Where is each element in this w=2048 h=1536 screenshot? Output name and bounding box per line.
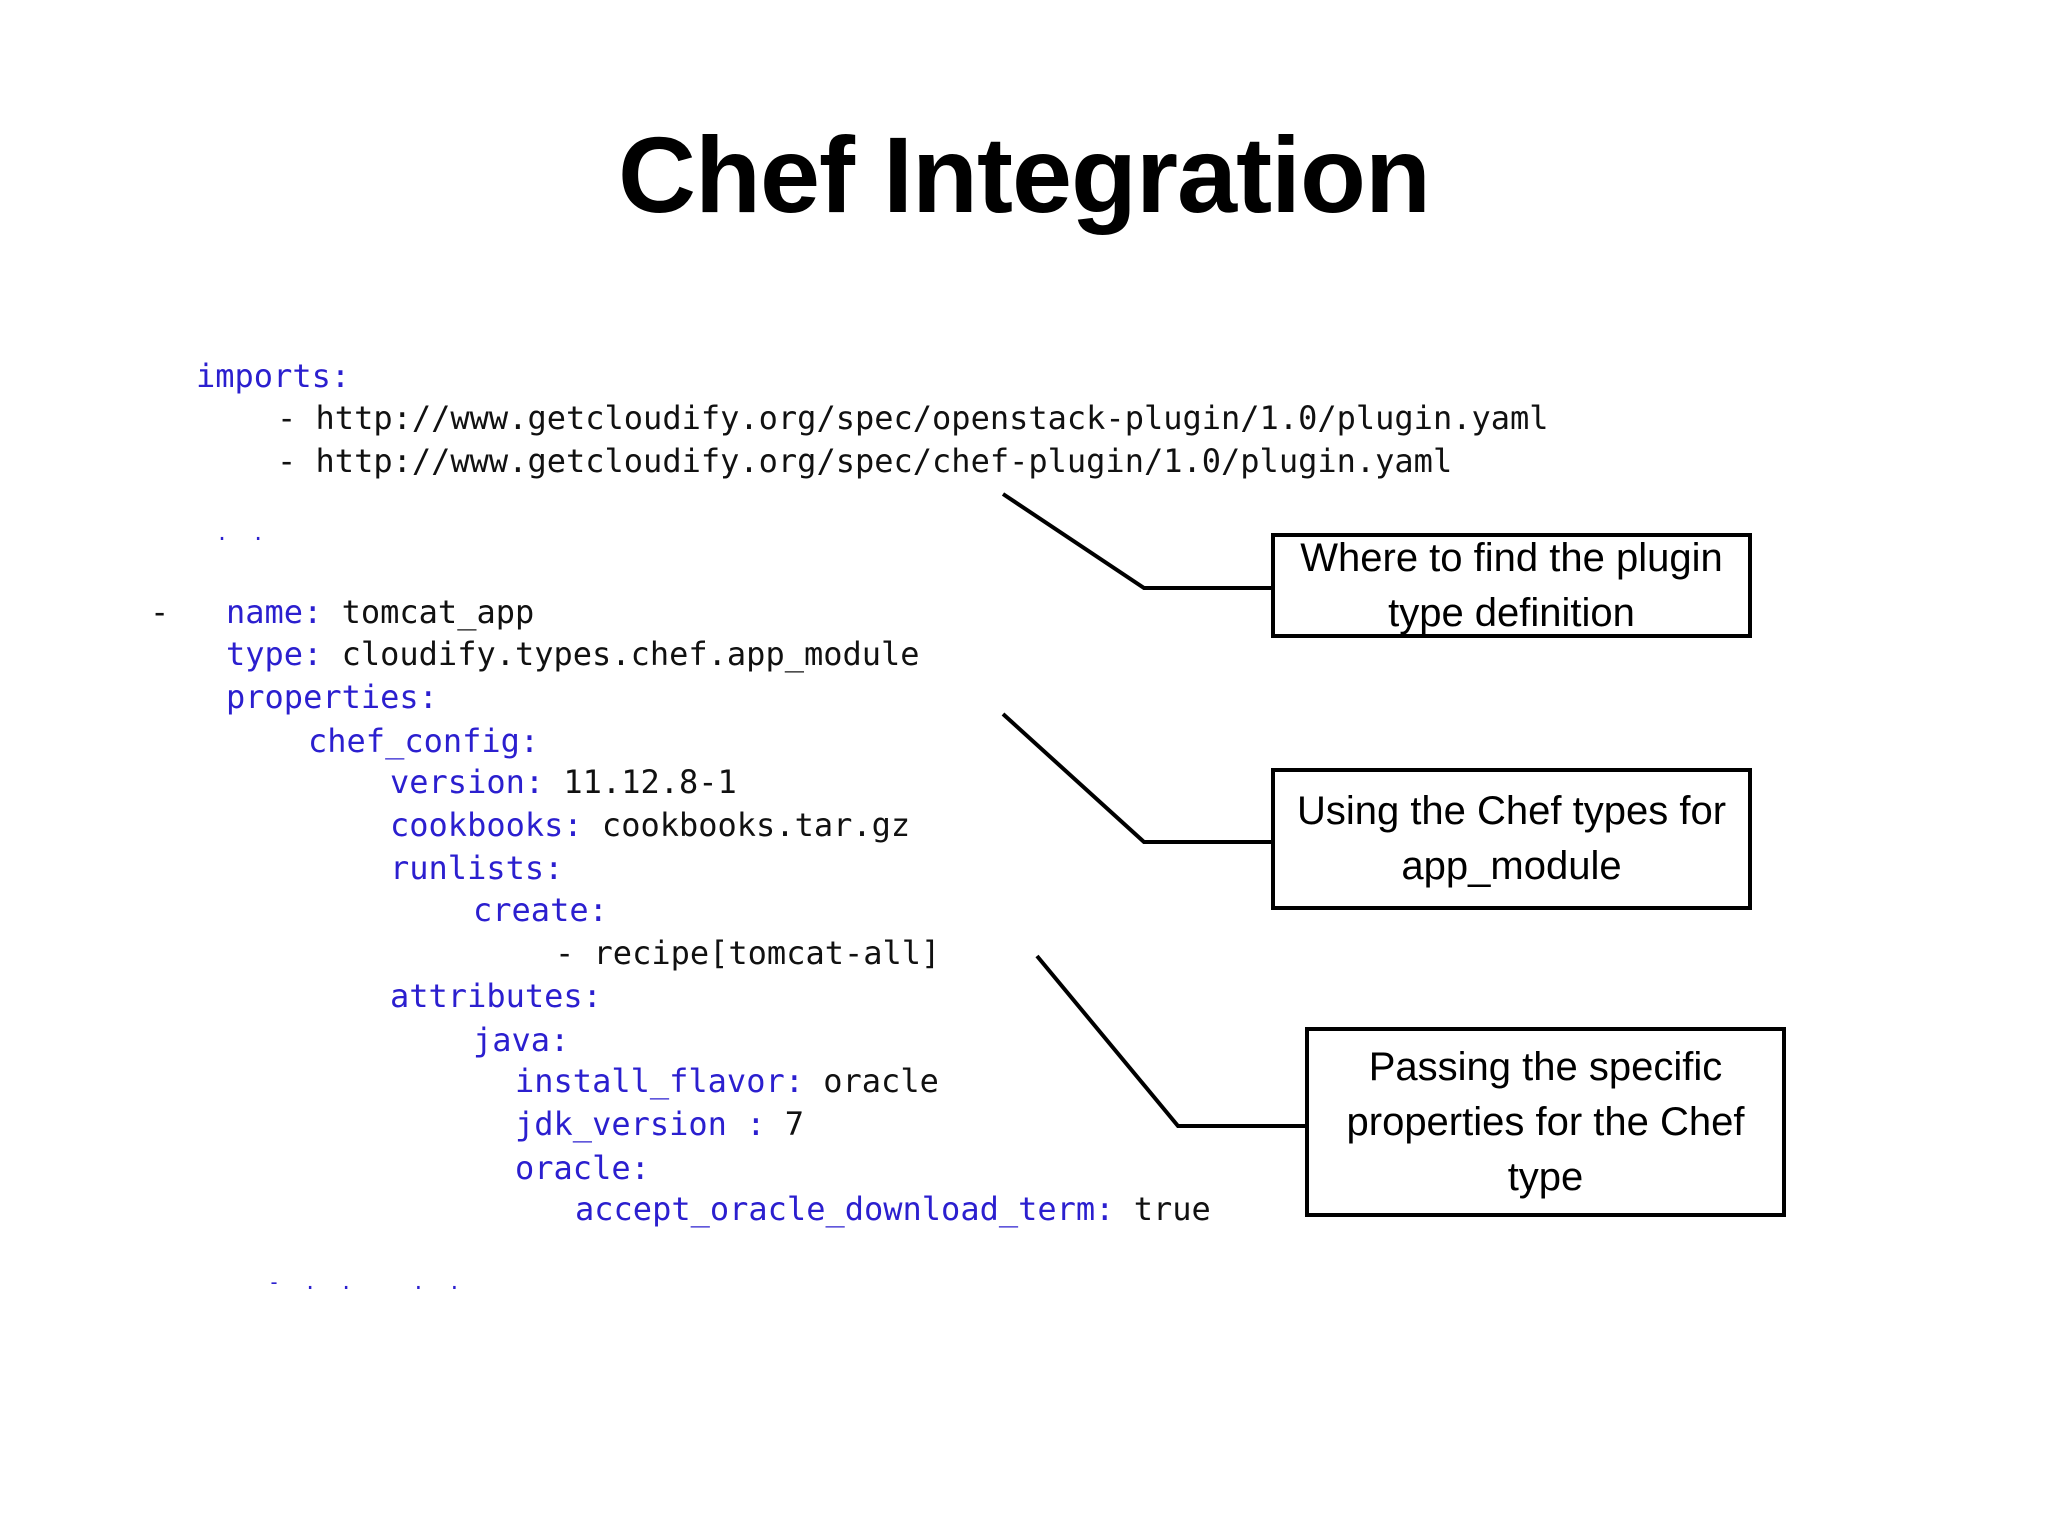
key: accept_oracle_download_term: xyxy=(575,1190,1115,1228)
value: oracle xyxy=(823,1062,939,1100)
code-import-chef: - http://www.getcloudify.org/spec/chef-p… xyxy=(277,442,1453,480)
code-ellipsis-end: - . . . . xyxy=(268,1270,467,1294)
code-ellipsis: . . xyxy=(216,521,271,545)
code-line-cookbooks: cookbooks: cookbooks.tar.gz xyxy=(390,805,910,845)
code-list-dash: - xyxy=(150,593,170,631)
value: cloudify.types.chef.app_module xyxy=(341,635,920,673)
value: 7 xyxy=(784,1105,804,1143)
key: jdk_version : xyxy=(515,1105,766,1143)
code-import-openstack: - http://www.getcloudify.org/spec/openst… xyxy=(277,399,1549,437)
key: cookbooks: xyxy=(390,806,583,844)
code-line-accept: accept_oracle_download_term: true xyxy=(575,1189,1211,1229)
callout-plugin-definition: Where to find the plugin type definition xyxy=(1271,533,1752,638)
key: type: xyxy=(226,635,323,673)
key: name: xyxy=(226,593,323,631)
connector-chef-types xyxy=(1001,712,1271,844)
code-line-chef-config: chef_config: xyxy=(308,722,540,760)
key: install_flavor: xyxy=(515,1062,804,1100)
value: cookbooks.tar.gz xyxy=(601,806,911,844)
connector-specific-properties xyxy=(1035,954,1305,1128)
code-imports-key: imports: xyxy=(196,357,351,395)
code-line-create: create: xyxy=(473,891,608,929)
code-line-jdk-version: jdk_version : 7 xyxy=(515,1104,804,1144)
value: true xyxy=(1133,1190,1211,1228)
code-line-name: name: tomcat_app xyxy=(226,592,534,632)
code-line-properties: properties: xyxy=(226,678,438,716)
value: tomcat_app xyxy=(341,593,535,631)
slide-title: Chef Integration xyxy=(618,114,1431,235)
code-line-recipe: - recipe[tomcat-all] xyxy=(555,934,941,972)
code-line-java: java: xyxy=(473,1021,570,1059)
code-line-runlists: runlists: xyxy=(390,849,564,887)
key: version: xyxy=(390,763,545,801)
code-line-attributes: attributes: xyxy=(390,977,602,1015)
code-line-type: type: cloudify.types.chef.app_module xyxy=(226,634,920,674)
code-line-oracle: oracle: xyxy=(515,1149,650,1187)
code-line-install-flavor: install_flavor: oracle xyxy=(515,1061,939,1101)
callout-specific-properties: Passing the specific properties for the … xyxy=(1305,1027,1786,1217)
connector-plugin-definition xyxy=(1001,492,1271,590)
value: 11.12.8-1 xyxy=(563,763,737,801)
callout-chef-types: Using the Chef types for app_module xyxy=(1271,768,1752,910)
code-line-version: version: 11.12.8-1 xyxy=(390,762,737,802)
